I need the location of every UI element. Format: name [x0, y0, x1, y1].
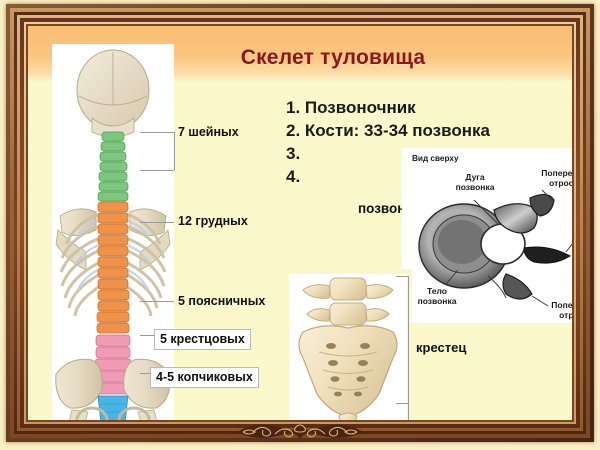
leader-line-cervical-v	[174, 132, 175, 170]
slide-canvas: Скелет туловища	[28, 26, 572, 420]
bracket-sacrum-bottom	[396, 403, 409, 404]
bracket-sacrum-top	[396, 276, 409, 277]
vertebra-arch-line2: позвонка	[455, 182, 495, 192]
skeleton-image	[52, 44, 174, 420]
label-cervical: 7 шейных	[178, 125, 239, 139]
label-coccyx: копчик	[420, 419, 464, 420]
frame-bevel-4: Скелет туловища	[20, 18, 580, 428]
transverse-bottom-line2: отросток	[559, 310, 572, 320]
frame-bevel-2: Скелет туловища	[14, 12, 586, 434]
leader-line-lumbar	[140, 301, 174, 302]
frame-bevel-5: Скелет туловища	[24, 22, 576, 424]
body-line2: позвонка	[417, 296, 457, 306]
vertebra-transverse-top-label: Поперечный отросток	[530, 168, 572, 188]
list-item: 3.	[286, 144, 301, 163]
frame-inner-mat: Скелет туловища	[28, 26, 572, 420]
label-sacral: 5 крестцовых	[154, 329, 251, 350]
list-item: 2. Кости: 33-34 позвонка	[286, 121, 490, 140]
vertebra-arch-label: Дуга позвонка	[446, 172, 504, 192]
label-sacrum: крестец	[416, 340, 467, 355]
frame-bevel-6: Скелет туловища	[26, 24, 574, 422]
vertebra-transverse-bottom-label: Поперечный отросток	[540, 300, 572, 320]
spinous-line2: отросток	[542, 228, 572, 238]
leader-line-cervical	[140, 132, 174, 133]
label-thoracic: 12 грудных	[178, 214, 248, 228]
frame-bevel-1: Скелет туловища	[10, 8, 590, 438]
spinous-line1: Остистый	[542, 218, 572, 228]
vertebra-view-label: Вид сверху	[412, 154, 459, 163]
list-item: 1. Позвоночник	[286, 98, 416, 117]
transverse-bottom-line1: Поперечный	[551, 300, 572, 310]
label-lumbar: 5 поясничных	[178, 294, 266, 308]
leader-line-coccygeal	[140, 373, 152, 374]
leader-line-cervical2	[140, 170, 174, 171]
label-coccygeal: 4-5 копчиковых	[150, 367, 259, 388]
outline-list: 1. Позвоночник 2. Кости: 33-34 позвонка …	[286, 96, 490, 188]
body-line1: Тело	[427, 286, 447, 296]
vertebra-spinous-label: Остистый отросток	[542, 218, 572, 238]
bracket-coccyx-vertical	[408, 404, 409, 420]
vertebra-diagram: Вид сверху Дуга позвонка Поперечный отро…	[402, 148, 572, 323]
transverse-top-line1: Поперечный	[541, 168, 572, 178]
vertebra-arch-line1: Дуга	[465, 172, 485, 182]
vertebra-body-label: Тело позвонка	[408, 286, 466, 306]
bracket-sacrum-vertical	[408, 276, 409, 404]
page-title: Скелет туловища	[240, 46, 426, 69]
leader-line-thoracic	[140, 222, 174, 223]
sacrum-image	[284, 269, 412, 420]
leader-line-sacral	[140, 335, 156, 336]
frame-bevel-3: Скелет туловища	[17, 15, 583, 431]
list-item: 4.	[286, 167, 301, 186]
transverse-top-line2: отросток	[549, 178, 572, 188]
picture-frame: Скелет туловища	[6, 4, 594, 442]
